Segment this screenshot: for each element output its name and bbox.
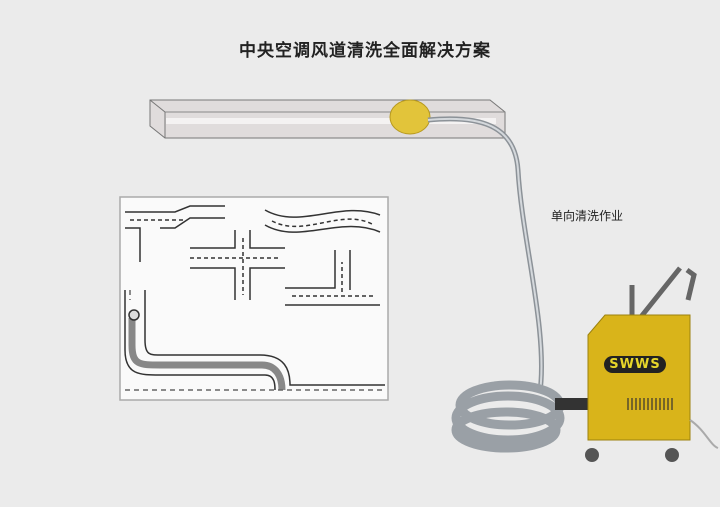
hose-coil xyxy=(451,380,565,453)
wheel-icon xyxy=(665,448,679,462)
hose-connector xyxy=(555,398,590,410)
operation-label: 单向清洗作业 xyxy=(551,209,624,223)
airflow-diagram-panel xyxy=(119,196,389,401)
page-title: 中央空调风道清洗全面解决方案 xyxy=(239,41,491,61)
machine-brand-logo: SWWS xyxy=(604,356,666,373)
wheel-icon xyxy=(585,448,599,462)
cleaning-hose xyxy=(427,116,545,393)
cleaning-machine xyxy=(585,266,719,462)
cleaning-brush xyxy=(389,99,431,135)
